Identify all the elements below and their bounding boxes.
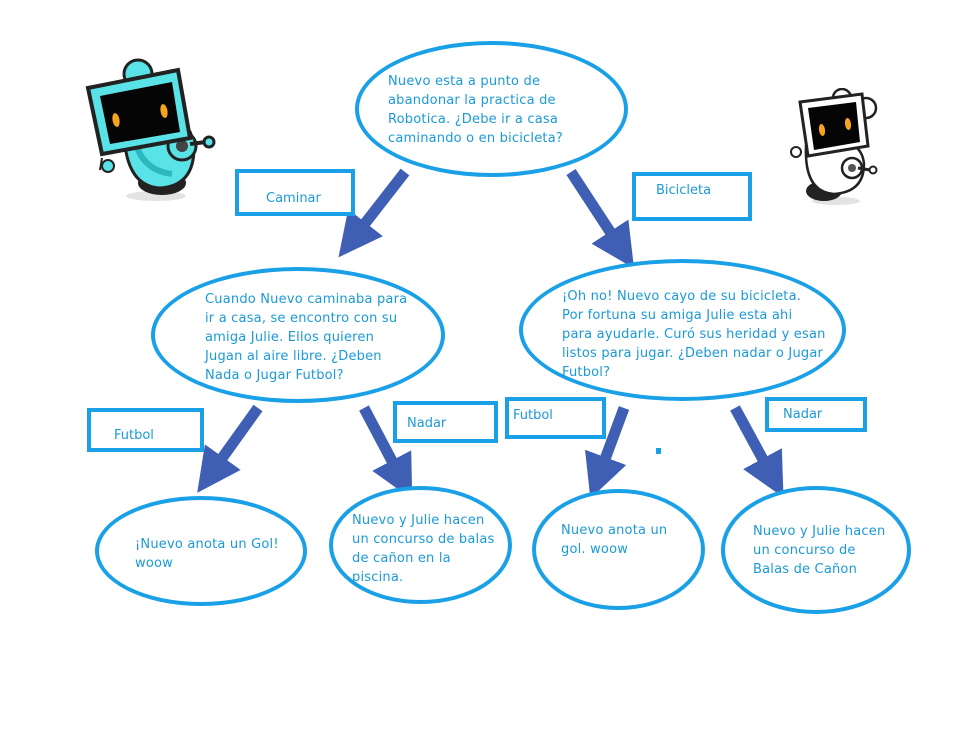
bicicleta-node <box>519 259 846 401</box>
outcome-right-nadar <box>721 486 911 614</box>
outcome-left-nadar-text: Nuevo y Julie hacen un concurso de balas… <box>352 513 495 585</box>
outcome-left-futbol <box>95 496 307 606</box>
caminar-label: Caminar <box>266 191 321 206</box>
outcome-left-nadar <box>329 486 512 604</box>
caminar-text: Cuando Nuevo caminaba para ir a casa, se… <box>205 292 408 383</box>
left-nadar-label: Nadar <box>407 416 447 431</box>
outcome-left-futbol-text: ¡Nuevo anota un Gol! woow <box>135 537 279 571</box>
caminar-label-box <box>235 169 355 216</box>
right-futbol-label-box <box>505 397 606 439</box>
stray-dot <box>656 448 661 454</box>
bicicleta-label-box <box>632 172 752 221</box>
robot-illustration-left <box>85 58 216 201</box>
right-futbol-label: Futbol <box>513 408 553 423</box>
caminar-node <box>151 267 445 403</box>
bicicleta-text: ¡Oh no! Nuevo cayo de su bicicleta. Por … <box>562 289 826 380</box>
right-nadar-label: Nadar <box>783 407 823 422</box>
outcome-right-nadar-text: Nuevo y Julie hacen un concurso de Balas… <box>753 524 886 577</box>
question-node <box>355 41 628 177</box>
right-nadar-label-box <box>765 397 867 432</box>
left-nadar-label-box <box>393 401 498 443</box>
arrow-left-futbol <box>197 404 263 493</box>
arrow-to-caminar <box>338 168 410 258</box>
arrow-to-bicicleta <box>566 168 635 269</box>
arrow-right-futbol <box>585 406 630 499</box>
arrow-left-nadar <box>359 405 413 500</box>
question-text: Nuevo esta a punto de abandonar la pract… <box>388 74 563 146</box>
arrow-right-nadar <box>730 405 784 498</box>
outcome-right-futbol-text: Nuevo anota un gol. woow <box>561 523 668 557</box>
left-futbol-label-box <box>87 408 204 452</box>
robot-illustration-right <box>790 88 878 205</box>
left-futbol-label: Futbol <box>114 428 154 443</box>
outcome-right-futbol <box>532 489 705 610</box>
bicicleta-label: Bicicleta <box>656 183 712 198</box>
